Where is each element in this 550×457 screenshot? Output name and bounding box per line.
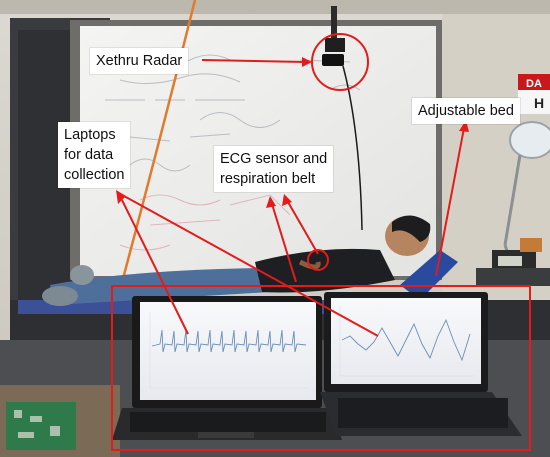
danger-sign-text: DA (526, 78, 542, 90)
label-laptops-line-1: Laptops (64, 127, 116, 143)
label-xethru-radar: Xethru Radar (90, 48, 189, 74)
laptop-icon (320, 292, 522, 436)
person-icon (42, 215, 431, 306)
ecg-arrow-2 (287, 201, 319, 255)
laptop-icon (112, 296, 342, 440)
circuit-board (6, 402, 76, 450)
label-laptops: Laptops for data collection (58, 122, 131, 188)
label-adjustable-bed: Adjustable bed (412, 98, 520, 124)
label-adjustable-bed-text: Adjustable bed (418, 103, 514, 119)
bed-arrow (435, 127, 465, 277)
label-ecg-line-1: ECG sensor and (220, 151, 328, 167)
laptop-arrow-1 (121, 199, 189, 335)
label-xethru-radar-text: Xethru Radar (96, 53, 183, 69)
danger-sign-subtext: H (534, 95, 544, 111)
ceiling (0, 0, 550, 14)
ecg-highlight-circle (307, 249, 329, 271)
radar-device-icon (322, 6, 363, 231)
respiration-trace (341, 318, 471, 362)
annotations (111, 33, 531, 451)
label-ecg-sensor: ECG sensor and respiration belt (214, 146, 334, 192)
bed-headrest (400, 250, 458, 300)
radar-arrow (201, 59, 307, 63)
label-laptops-line-3: collection (64, 167, 125, 183)
ecg-arrow-1 (271, 203, 297, 283)
label-laptops-line-2: for data (64, 147, 114, 163)
label-ecg-line-2: respiration belt (220, 171, 316, 187)
laptops-highlight-box (111, 285, 531, 451)
ecg-trace (151, 329, 307, 353)
danger-sign: DA H (518, 74, 550, 114)
laptop-arrow-2 (123, 195, 379, 337)
bench-equipment (476, 238, 550, 286)
